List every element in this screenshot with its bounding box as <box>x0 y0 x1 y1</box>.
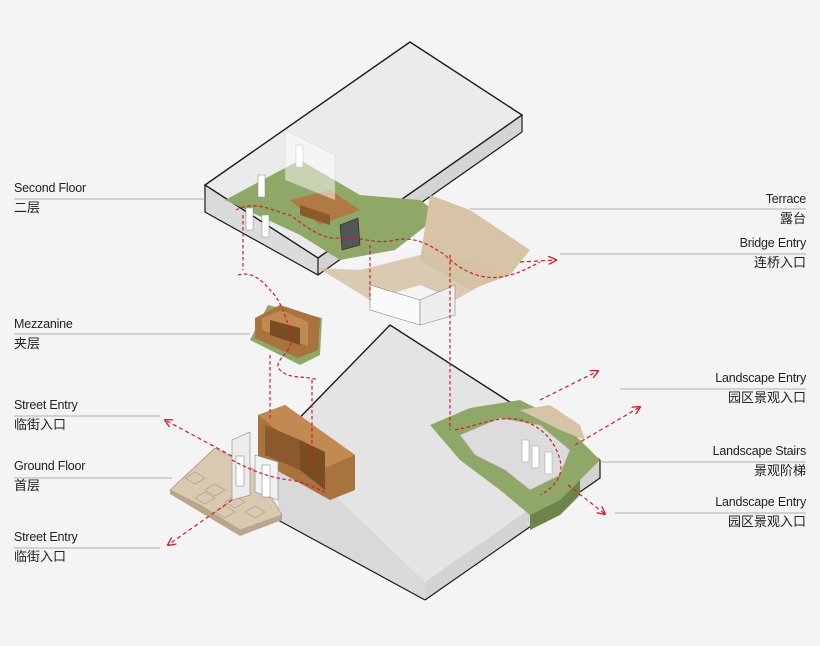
label-second-floor: Second Floor 二层 <box>14 181 86 217</box>
label-zh: 露台 <box>779 211 806 227</box>
label-en: Terrace <box>765 192 806 206</box>
label-zh: 连桥入口 <box>753 255 806 271</box>
label-en: Second Floor <box>14 181 86 195</box>
street-entry-arrow-1 <box>165 420 233 457</box>
label-en: Landscape Entry <box>715 371 806 385</box>
bridge-entry-arrow <box>519 260 556 262</box>
label-mezzanine: Mezzanine 夹层 <box>14 317 73 353</box>
landscape-entry-arrow-1 <box>539 371 598 401</box>
label-landscape-stairs: Landscape Stairs 景观阶梯 <box>712 444 807 480</box>
label-terrace: Terrace 露台 <box>766 192 806 228</box>
label-en: Landscape Stairs <box>712 444 807 458</box>
ground-landscape-plate <box>169 447 283 536</box>
label-zh: 园区景观入口 <box>727 514 806 530</box>
mezzanine-plate <box>250 305 322 365</box>
label-zh: 临街入口 <box>14 549 67 565</box>
landscape-entry-arrow-2 <box>574 407 640 446</box>
label-landscape-entry-1: Landscape Entry 园区景观入口 <box>715 371 806 407</box>
label-en: Landscape Entry <box>715 495 806 509</box>
label-zh: 二层 <box>14 200 41 216</box>
landscape-stairs-plate <box>430 400 600 530</box>
entry-arrows <box>165 260 640 545</box>
circulation-route <box>231 205 562 496</box>
label-zh: 园区景观入口 <box>727 390 806 406</box>
label-zh: 首层 <box>14 478 41 494</box>
landscape-entry-arrow-3 <box>567 484 605 514</box>
label-en: Mezzanine <box>14 317 73 331</box>
leader-lines <box>14 198 806 549</box>
label-zh: 夹层 <box>14 336 41 352</box>
second-floor-interior <box>225 129 530 326</box>
label-bridge-entry: Bridge Entry 连桥入口 <box>739 236 807 272</box>
label-en: Ground Floor <box>14 459 86 473</box>
label-landscape-entry-2: Landscape Entry 园区景观入口 <box>715 495 806 531</box>
label-ground-floor: Ground Floor 首层 <box>14 459 85 495</box>
street-entry-arrow-2 <box>168 499 233 545</box>
label-street-entry-2: Street Entry 临街入口 <box>14 530 78 566</box>
label-zh: 景观阶梯 <box>753 463 806 479</box>
label-zh: 临街入口 <box>14 417 67 433</box>
label-street-entry-1: Street Entry 临街入口 <box>14 398 78 434</box>
label-en: Street Entry <box>14 530 78 544</box>
label-en: Bridge Entry <box>739 236 807 250</box>
label-en: Street Entry <box>14 398 78 412</box>
